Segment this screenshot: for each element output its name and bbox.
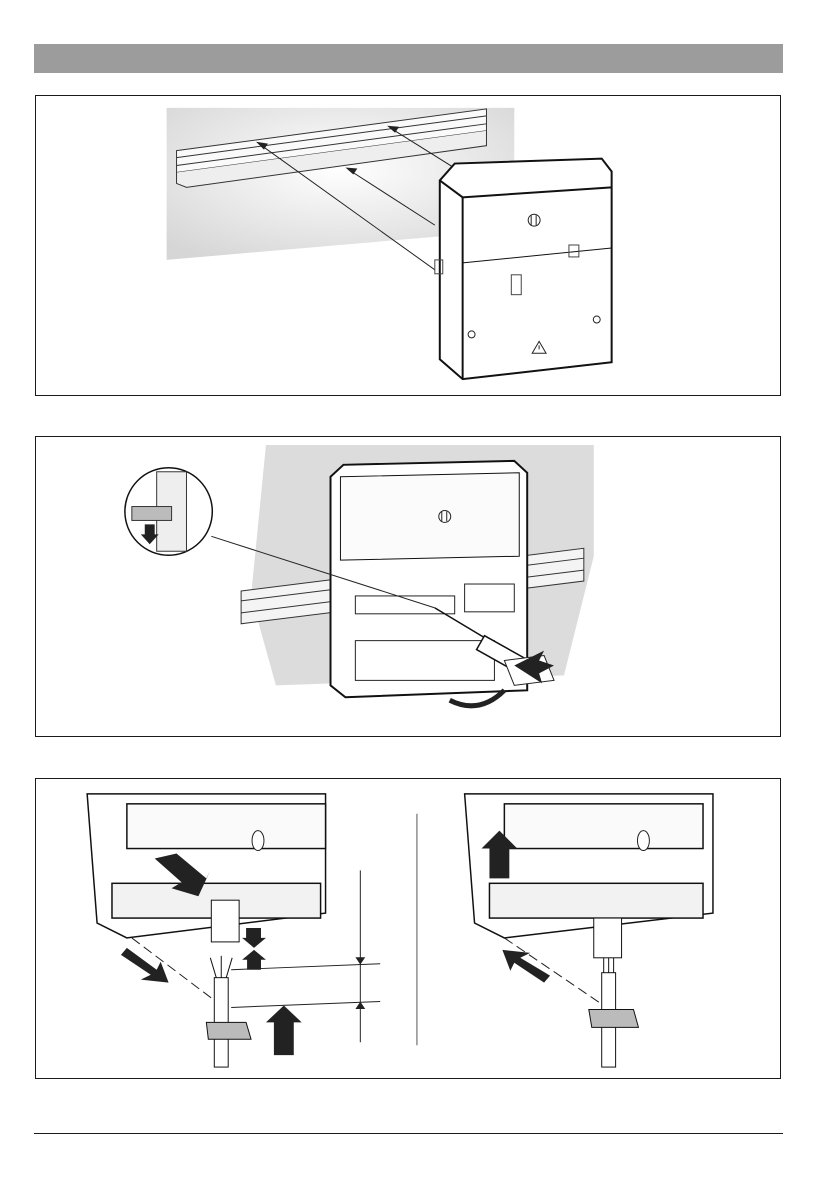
slide-arrow-icon: [121, 948, 169, 983]
insert-arrow-icon-right: [502, 950, 550, 983]
strain-relief: [206, 1022, 251, 1039]
mount-slot-right: [637, 831, 649, 851]
connector-plug: [211, 900, 239, 942]
cable-illustration: [36, 779, 780, 1078]
housing-left: [87, 794, 325, 938]
axis-dash: [132, 938, 221, 1006]
mount-slot: [252, 831, 264, 851]
footer-rule: [34, 1133, 783, 1134]
cable: [210, 956, 232, 1067]
release-illustration: [36, 437, 780, 736]
insert-arrow-icon: [266, 1005, 302, 1055]
figure-mounting-on-rail: [35, 95, 781, 396]
mounting-illustration: [36, 96, 780, 395]
figure-cable-connection: [35, 778, 781, 1079]
section-header-bar: [34, 44, 783, 73]
down-arrow-icon: [242, 928, 266, 948]
strain-relief-right: [589, 1009, 639, 1027]
up-arrow-icon: [242, 950, 266, 970]
connector-plug-right: [594, 918, 622, 958]
figure-release-from-rail: [35, 436, 781, 737]
controller-housing: [440, 159, 612, 380]
axis-dash-right: [504, 938, 603, 1006]
